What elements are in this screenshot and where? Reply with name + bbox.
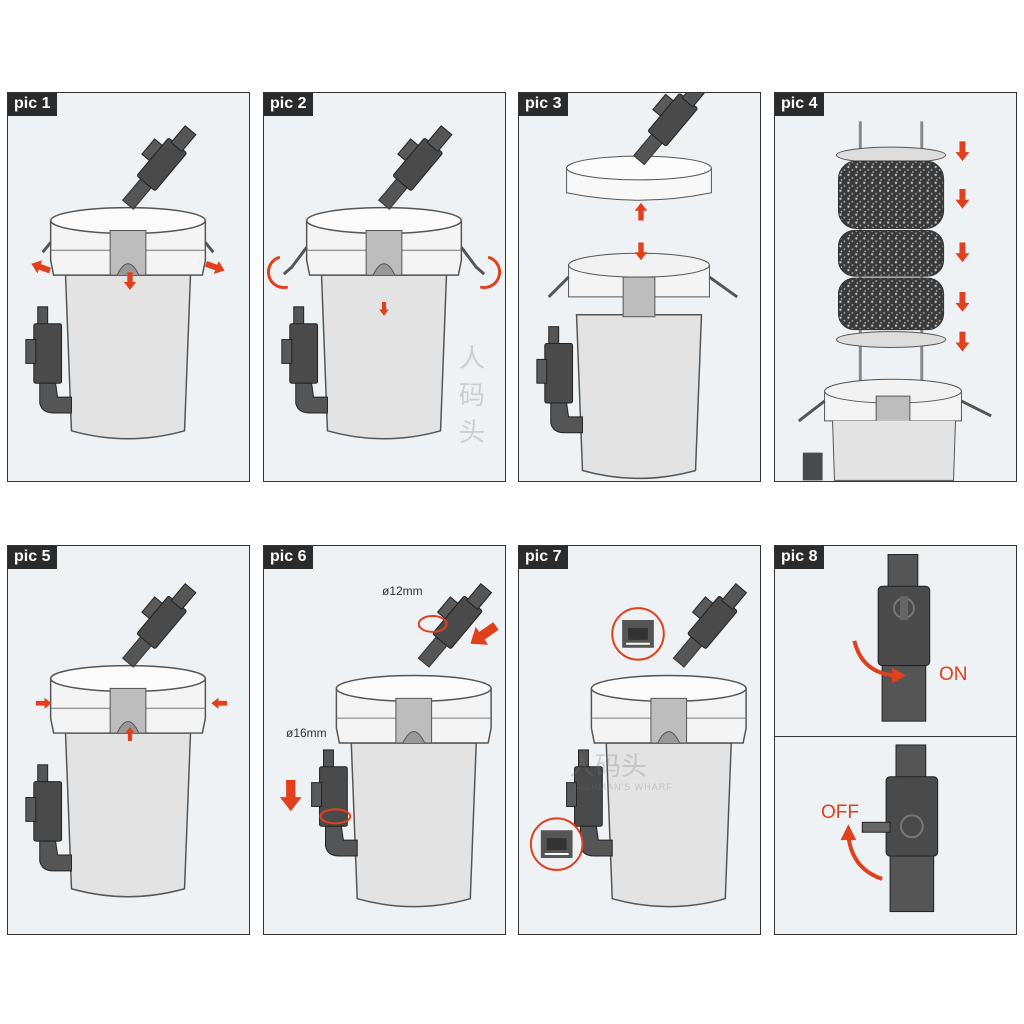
- rotate-arrow-icon: [479, 255, 502, 289]
- valve-on: [852, 554, 931, 722]
- step-panel-2: pic 2 人码头: [263, 92, 506, 482]
- rotate-ring-icon: [319, 808, 352, 825]
- arrow-icon: [279, 779, 302, 812]
- arrow-icon: [35, 697, 52, 709]
- valve-off: [840, 744, 939, 913]
- outlet-size-label: ø12mm: [382, 584, 423, 598]
- step-panel-5: pic 5: [7, 545, 250, 935]
- valve-illustration: [840, 554, 939, 913]
- filter-illustration: [266, 93, 502, 481]
- arrow-icon: [955, 331, 970, 352]
- step-label: pic 2: [264, 93, 314, 116]
- watermark: 人码头: [569, 751, 648, 781]
- step-panel-8: pic 8 ON OFF: [774, 545, 1017, 935]
- arrow-icon: [29, 257, 53, 278]
- step-label: pic 8: [775, 546, 825, 569]
- filter-illustration: [529, 546, 760, 934]
- filter-illustration: [797, 121, 992, 481]
- filter-sponge: [837, 160, 945, 229]
- step-label: pic 4: [775, 93, 825, 116]
- arrow-icon: [955, 291, 970, 312]
- step-panel-4: pic 4: [774, 92, 1017, 482]
- arrow-icon: [955, 141, 970, 162]
- step-label: pic 7: [519, 546, 569, 569]
- step-label: pic 6: [264, 546, 314, 569]
- filter-sponge: [837, 277, 945, 331]
- watermark: 人码头: [459, 343, 486, 447]
- divider: [775, 736, 1016, 737]
- on-label: ON: [939, 664, 968, 685]
- arrow-icon: [203, 257, 227, 278]
- filter-illustration: [8, 93, 227, 481]
- rotate-ring-icon: [417, 615, 448, 633]
- zoom-detail-callout: [611, 607, 665, 661]
- zoom-detail-callout: [529, 817, 584, 871]
- filter-illustration: [519, 93, 739, 481]
- filter-tray: [835, 331, 947, 348]
- arrow-icon: [634, 202, 648, 221]
- inlet-size-label: ø16mm: [286, 726, 327, 740]
- filter-illustration: [279, 546, 503, 934]
- step-panel-3: pic 3: [518, 92, 761, 482]
- off-label: OFF: [821, 802, 859, 823]
- arrow-icon: [955, 188, 970, 209]
- arrow-icon: [955, 242, 970, 263]
- step-label: pic 1: [8, 93, 58, 116]
- rotate-arrow-icon: [266, 255, 289, 289]
- watermark-subtext: FISHMAN'S WHARF: [574, 782, 673, 792]
- step-panel-1: pic 1: [7, 92, 250, 482]
- step-label: pic 3: [519, 93, 569, 116]
- filter-illustration: [8, 546, 228, 934]
- step-label: pic 5: [8, 546, 58, 569]
- step-panel-6: pic 6 ø12mm ø16mm: [263, 545, 506, 935]
- filter-sponge: [837, 229, 945, 277]
- step-panel-7: pic 7 人码头 FISHMAN'S WHARF: [518, 545, 761, 935]
- arrow-icon: [211, 697, 228, 709]
